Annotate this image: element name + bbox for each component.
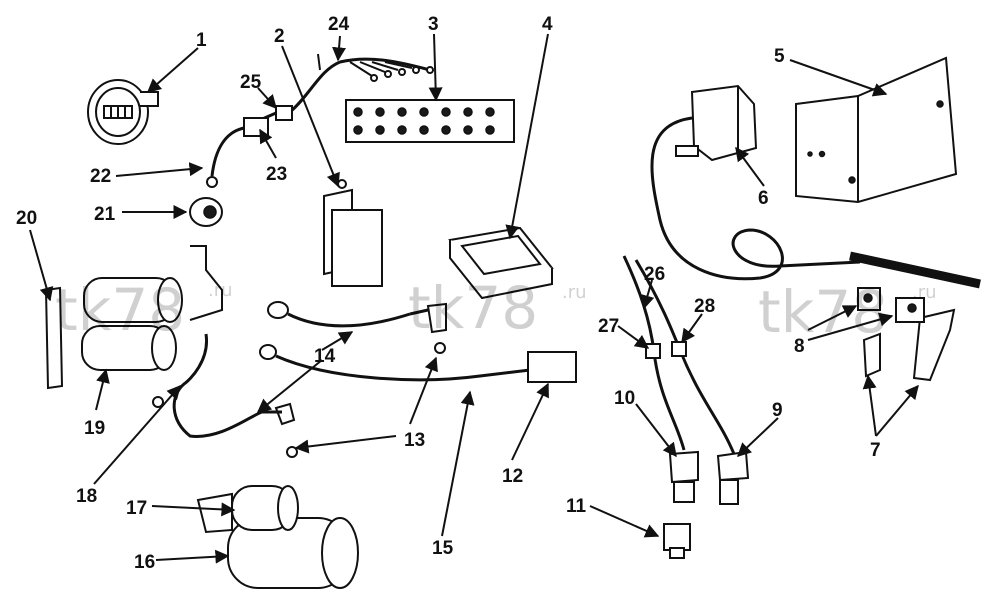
terminal-strip	[345, 99, 515, 143]
starter-motor	[196, 485, 359, 589]
callout-19: 19	[84, 418, 105, 439]
hour-meter	[87, 79, 159, 145]
callout-14: 14	[314, 346, 336, 367]
watermark-suffix: .ru	[208, 280, 233, 301]
callout-21: 21	[94, 204, 116, 225]
relay	[323, 179, 383, 287]
callout-3: 3	[428, 14, 439, 35]
callout-20: 20	[16, 208, 37, 229]
control-box	[448, 226, 554, 300]
ignition-coils	[44, 245, 223, 390]
leader-lines	[29, 33, 919, 564]
mounting-bracket	[795, 56, 958, 204]
callout-4: 4	[542, 14, 553, 35]
callout-25: 25	[240, 72, 262, 93]
callout-1: 1	[196, 30, 207, 51]
callout-28: 28	[694, 296, 715, 317]
callout-11: 11	[566, 496, 587, 517]
callout-8: 8	[794, 336, 805, 357]
watermark-text: tk78	[408, 274, 538, 342]
callout-12: 12	[502, 466, 523, 487]
cables	[152, 301, 577, 458]
callout-15: 15	[432, 538, 454, 559]
callout-10: 10	[614, 388, 635, 409]
callout-17: 17	[126, 498, 147, 519]
watermark-suffix: .ru	[912, 282, 937, 303]
callout-24: 24	[328, 14, 350, 35]
callout-26: 26	[644, 264, 665, 285]
callout-9: 9	[772, 400, 783, 421]
callout-labels: 1 2 3 4 5 6 7 8 9 10 11 12 13 14 15 16 1…	[16, 14, 881, 573]
grommet	[189, 197, 223, 227]
callout-23: 23	[266, 164, 287, 185]
callout-5: 5	[774, 46, 785, 67]
sender-unit	[650, 84, 981, 289]
watermark-suffix: .ru	[562, 282, 587, 303]
callout-27: 27	[598, 316, 619, 337]
wiring-harness	[206, 53, 434, 188]
mount-brackets	[857, 287, 956, 382]
callout-7: 7	[870, 440, 881, 461]
callout-22: 22	[90, 166, 111, 187]
callout-18: 18	[76, 486, 97, 507]
callout-2: 2	[274, 26, 285, 47]
callout-16: 16	[134, 552, 155, 573]
callout-13: 13	[404, 430, 425, 451]
watermark-text: tk78	[55, 276, 185, 344]
callout-6: 6	[758, 188, 769, 209]
sensor-harness	[622, 255, 750, 559]
